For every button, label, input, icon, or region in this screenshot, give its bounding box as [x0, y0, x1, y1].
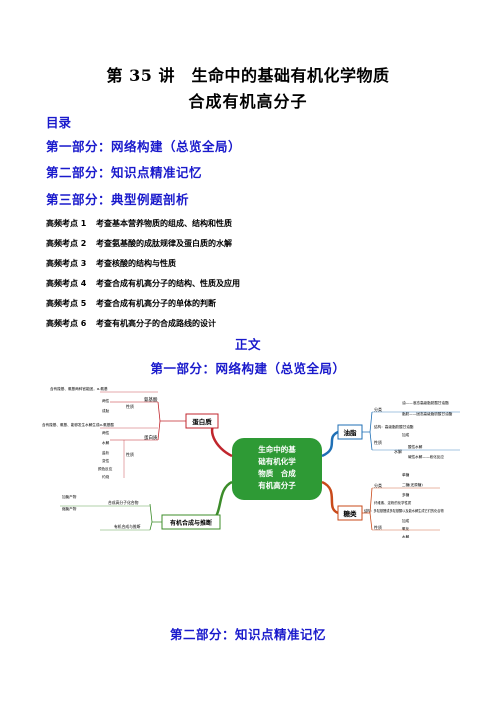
polymer-sub-2: 有机合成与推断: [114, 524, 141, 529]
key-point-6[interactable]: 高频考点 6 考查有机高分子的合成路线的设计: [46, 318, 216, 329]
key-point-text: 考查有机高分子的合成路线的设计: [96, 319, 216, 328]
key-point-label: 高频考点 2: [46, 239, 87, 248]
sugar-leaf-7: 纤维素、淀粉的化学性质: [374, 500, 412, 505]
protein-leaf-10: 灼烧: [102, 474, 110, 479]
oil-sub-structure: 结构：高级脂肪酸甘油酯: [374, 424, 414, 429]
sugar-sub-props: 性质: [374, 524, 382, 530]
page-title-line2: 合成有机高分子: [188, 92, 308, 111]
sugar-leaf-3: 多糖: [402, 492, 410, 497]
key-point-text: 考查氨基酸的成肽规律及蛋白质的水解: [96, 239, 232, 248]
toc-part-3[interactable]: 第三部分：典型例题剖析: [46, 192, 190, 207]
mindmap-center-line4: 有机高分子: [258, 480, 296, 490]
key-point-5[interactable]: 高频考点 5 考查合成有机高分子的单体的判断: [46, 298, 216, 309]
oil-sub-class: 分类: [374, 406, 382, 412]
key-point-2[interactable]: 高频考点 2 考查氨基酸的成肽规律及蛋白质的水解: [46, 238, 232, 249]
sugar-leaf-1: 单糖: [402, 472, 410, 477]
key-point-label: 高频考点 4: [46, 279, 87, 288]
key-point-1[interactable]: 高频考点 1 考查基本营养物质的组成、结构和性质: [46, 218, 232, 229]
sugar-leaf-5: 氧化: [402, 526, 410, 531]
protein-leaf-3: 成肽: [102, 408, 110, 413]
protein-leaf-9: 颜色反应: [98, 466, 113, 471]
key-point-3[interactable]: 高频考点 3 考查核酸的结构与性质: [46, 258, 176, 269]
key-point-text: 考查基本营养物质的组成、结构和性质: [96, 219, 232, 228]
oil-sub-props: 性质: [374, 439, 382, 445]
section2-heading: 第二部分：知识点精准记忆: [169, 627, 326, 642]
key-point-label: 高频考点 1: [46, 219, 87, 228]
oil-leaf-5: 碱性水解——皂化反应: [408, 454, 444, 459]
sugar-leaf-4: 加成: [402, 518, 410, 523]
oil-leaf-3: 加成: [402, 432, 410, 437]
key-point-label: 高频考点 5: [46, 299, 87, 308]
protein-sub-prop1: 性质: [126, 403, 134, 409]
mindmap-center-line2: 础有机化学: [258, 456, 296, 466]
key-point-text: 考查合成有机高分子的结构、性质及应用: [96, 279, 240, 288]
connector-oil: [321, 430, 339, 458]
branch-polymer-label: 有机合成与推断: [170, 519, 212, 527]
oil-leaf-1: 油——液态高级脂肪酸甘油酯: [402, 400, 449, 405]
protein-leaf-5: 两性: [102, 430, 110, 435]
protein-sub-amino: 氨基酸: [144, 396, 158, 403]
sugar-leaf-2: 二糖(还原糖): [402, 482, 423, 487]
branch-sugar-label: 糖类: [344, 509, 358, 518]
protein-sub-protein: 蛋白质: [144, 434, 158, 441]
sugar-sub-class: 分类: [374, 482, 382, 488]
key-point-text: 考查核酸的结构与性质: [96, 259, 176, 268]
branch-oil-label: 油脂: [344, 428, 358, 437]
key-point-label: 高频考点 6: [46, 319, 87, 328]
connector-sugar: [321, 480, 339, 515]
key-point-text: 考查合成有机高分子的单体的判断: [96, 299, 216, 308]
key-point-label: 高频考点 3: [46, 259, 87, 268]
branch-protein-label: 蛋白质: [192, 417, 212, 426]
mindmap-center-node: [232, 438, 322, 500]
oil-leaf-2: 脂肪——固态高级脂肪酸甘油酯: [402, 411, 453, 416]
mindmap-center-line1: 生命中的基: [258, 444, 296, 454]
toc-heading: 目录: [46, 115, 72, 130]
mindmap-center-line3: 物质 合成: [258, 468, 296, 478]
protein-leaf-4: 含有羧基、氨基、能够发生水解生成α-氨基酸: [42, 422, 114, 427]
key-point-4[interactable]: 高频考点 4 考查合成有机高分子的结构、性质及应用: [46, 278, 240, 289]
polymer-leaf-1: 加聚产物: [62, 494, 77, 499]
protein-leaf-6: 水解: [102, 440, 110, 445]
polymer-sub-1: 合成高分子化合物: [108, 500, 139, 505]
sugar-leaf-6: 水解: [402, 534, 410, 538]
protein-leaf-8: 变性: [102, 458, 110, 463]
protein-sub-prop2: 性质: [126, 451, 134, 457]
page-title-line1: 第 35 讲 生命中的基础有机化学物质: [106, 66, 390, 85]
protein-leaf-2: 两性: [102, 398, 110, 403]
oil-leaf-4: 酸性水解: [408, 444, 423, 449]
mind-map: 生命中的基 础有机化学 物质 合成 有机高分子 蛋白质 氨基酸 蛋白质 性质 性…: [42, 386, 460, 538]
oil-sub-hydrolysis: 水解: [394, 448, 402, 454]
protein-leaf-1: 含有羧基、氨基两种官能团，α-氨基: [50, 386, 108, 391]
polymer-leaf-2: 缩聚产物: [62, 506, 77, 511]
protein-leaf-7: 盐析: [102, 450, 110, 455]
body-heading: 正文: [234, 337, 261, 352]
toc-part-1[interactable]: 第一部分：网络构建（总览全局）: [46, 139, 242, 154]
toc-part-2[interactable]: 第二部分：知识点精准记忆: [46, 165, 203, 180]
sugar-leaf-8: 结构：多羟基醛或多羟基酮以及能水解生成它们的化合物: [364, 508, 444, 513]
section1-heading: 第一部分：网络构建（总览全局）: [150, 361, 346, 376]
